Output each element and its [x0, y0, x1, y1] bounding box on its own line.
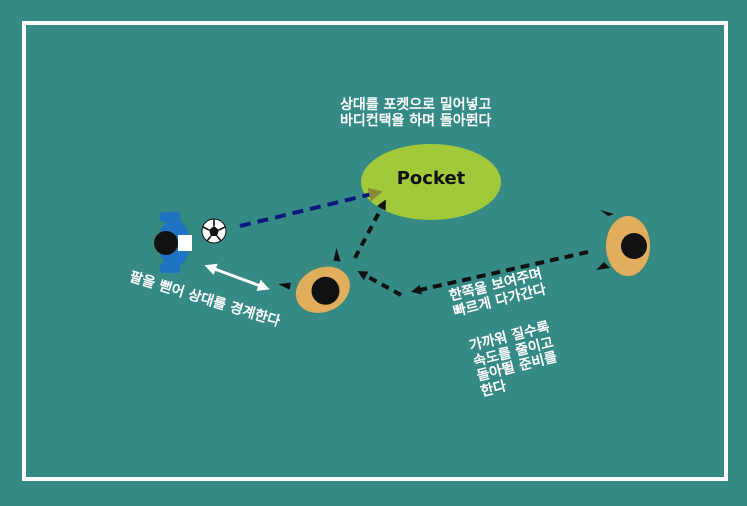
arm-extension-arrow	[204, 263, 270, 291]
spin-run-line-2	[353, 199, 386, 259]
instruction-top: 상대를 포켓으로 밀어넣고 바디컨택을 하며 돌아뛴다	[340, 97, 492, 129]
pass-line	[239, 187, 383, 228]
field-boundary	[22, 21, 728, 481]
spin-run-line-1	[357, 271, 402, 297]
soccer-ball-icon	[201, 218, 227, 244]
pocket-zone	[361, 144, 501, 220]
far-defender-player-icon	[596, 210, 658, 282]
attacker-player-icon	[146, 212, 198, 273]
pocket-label: Pocket	[396, 168, 466, 189]
near-defender-player-icon	[278, 248, 358, 320]
